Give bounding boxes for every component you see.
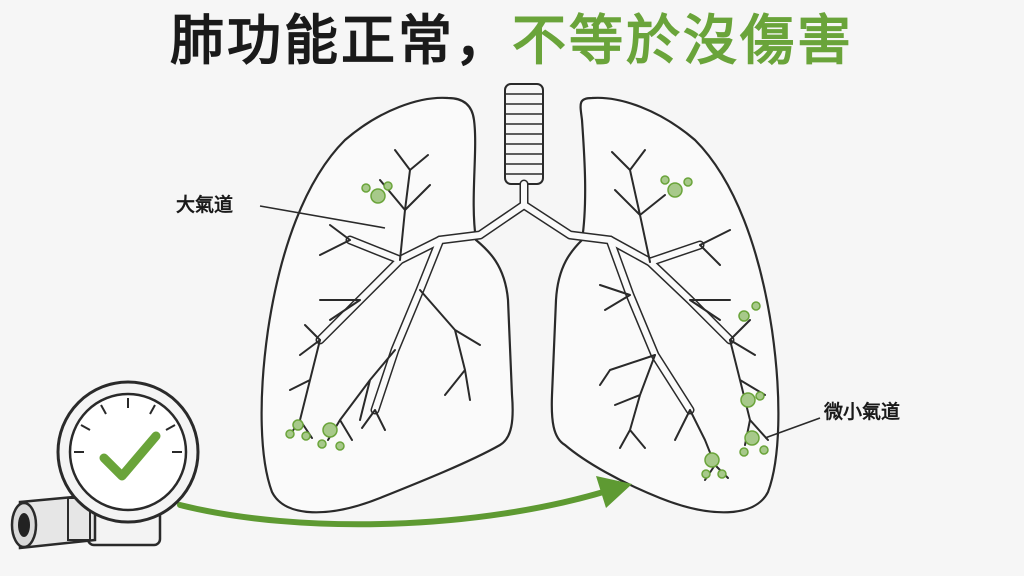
large-airway-pointer [259,205,386,229]
lungs [260,96,780,514]
title-part-damage: 不等於沒傷害 [512,9,854,72]
small-airway-pointer [764,417,821,439]
small-airway-label: 微小氣道 [824,401,901,423]
spirometer [10,380,200,550]
alveoli-clusters [285,175,769,479]
page-title: 肺功能正常，不等於沒傷害 [0,6,1024,76]
bronchial-tree [285,149,769,481]
large-airway-label: 大氣道 [176,194,234,216]
right-lung [550,96,780,514]
check-icon [99,431,161,481]
left-lung [260,96,514,514]
progress-arrow [177,476,632,528]
title-part-normal: 肺功能正常， [170,9,512,72]
trachea [504,83,544,185]
